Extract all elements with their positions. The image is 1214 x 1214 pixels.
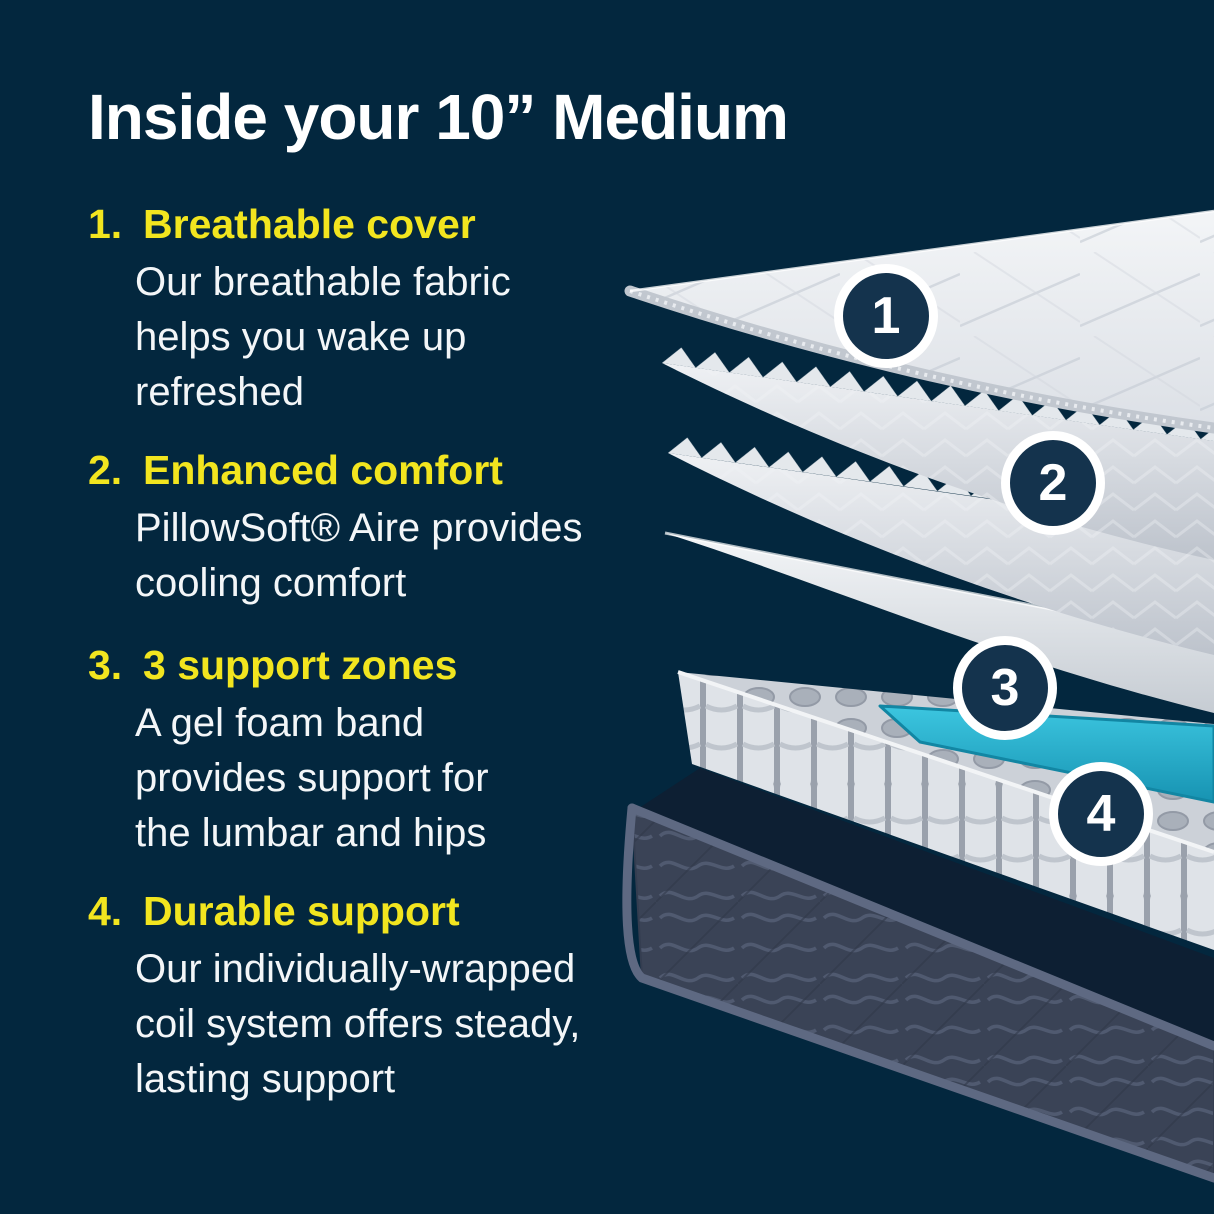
section-body: Our breathable fabric helps you wake up … bbox=[135, 260, 511, 414]
section-enhanced-comfort: 2. Enhanced comfort PillowSoft® Aire pro… bbox=[88, 445, 688, 611]
section-heading-text: 3 support zones bbox=[143, 642, 458, 688]
section-heading: 2. Enhanced comfort bbox=[88, 445, 688, 495]
section-heading-text: Enhanced comfort bbox=[143, 447, 503, 493]
section-body: PillowSoft® Aire provides cooling comfor… bbox=[135, 506, 583, 605]
callout-badge-2-label: 2 bbox=[1038, 454, 1068, 512]
section-heading-text: Durable support bbox=[143, 888, 460, 934]
section-body: Our individually-wrapped coil system off… bbox=[135, 947, 581, 1101]
page-title: Inside your 10” Medium bbox=[88, 81, 789, 153]
callout-badge-3: 3 bbox=[953, 636, 1057, 740]
section-number: 3. bbox=[88, 642, 123, 688]
section-breathable-cover: 1. Breathable cover Our breathable fabri… bbox=[88, 199, 688, 420]
callout-badge-2: 2 bbox=[1001, 431, 1105, 535]
section-heading: 1. Breathable cover bbox=[88, 199, 688, 249]
callout-badge-4-label: 4 bbox=[1086, 785, 1116, 843]
section-body: A gel foam band provides support for the… bbox=[135, 701, 489, 855]
callout-badge-1-label: 1 bbox=[871, 287, 901, 345]
section-heading: 3. 3 support zones bbox=[88, 640, 688, 690]
callout-badge-3-label: 3 bbox=[990, 659, 1020, 717]
section-support-zones: 3. 3 support zones A gel foam band provi… bbox=[88, 640, 688, 861]
section-number: 1. bbox=[88, 201, 123, 247]
callout-badge-4: 4 bbox=[1049, 762, 1153, 866]
section-durable-support: 4. Durable support Our individually-wrap… bbox=[88, 886, 688, 1107]
section-number: 4. bbox=[88, 888, 123, 934]
section-heading-text: Breathable cover bbox=[143, 201, 476, 247]
section-number: 2. bbox=[88, 447, 123, 493]
callout-badge-1: 1 bbox=[834, 264, 938, 368]
section-heading: 4. Durable support bbox=[88, 886, 688, 936]
base-foundation-layer bbox=[622, 768, 1214, 1183]
